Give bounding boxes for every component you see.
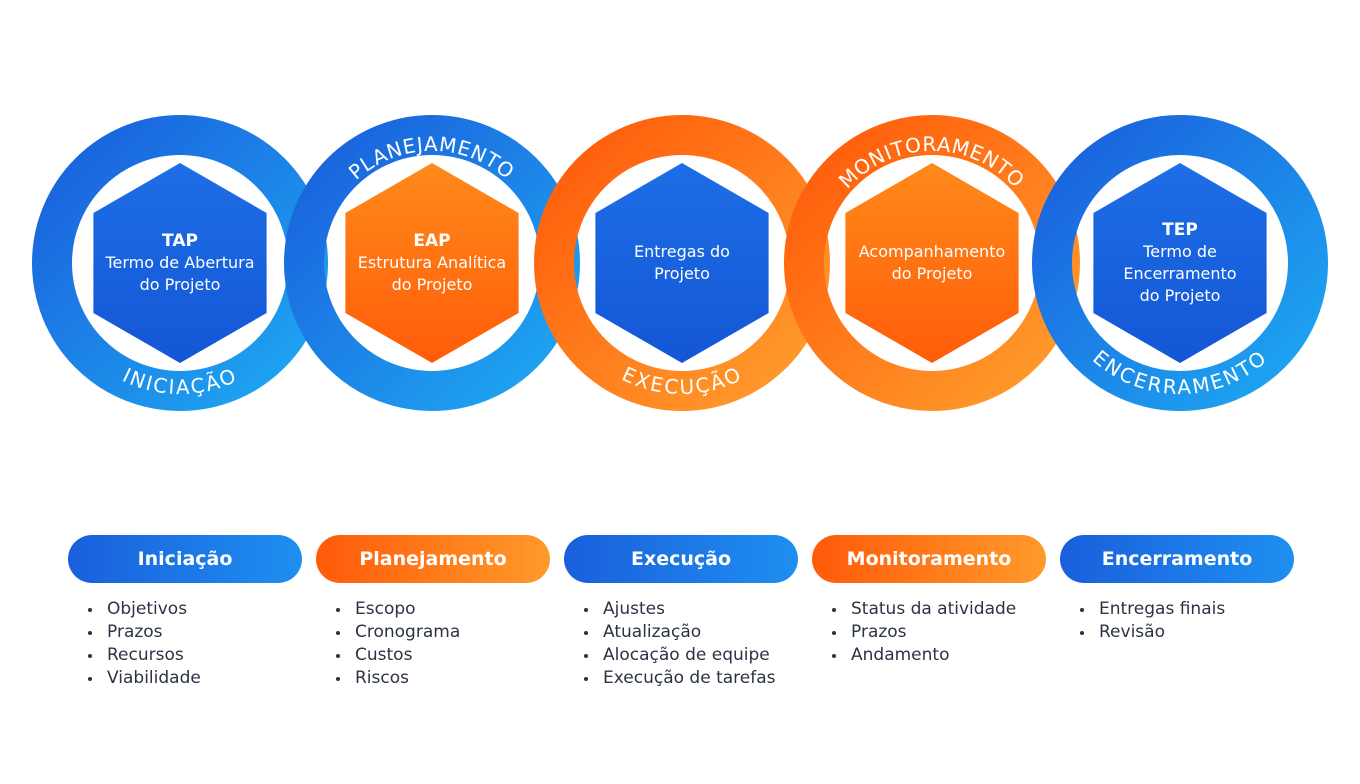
phase-pill-monitoramento: Monitoramento [812,535,1046,583]
list-item: Andamento [830,644,1046,667]
list-item: Ajustes [582,598,798,621]
list-item: Prazos [86,621,302,644]
hex-description-line: Estrutura Analítica [357,253,507,272]
phase-pill-encerramento: Encerramento [1060,535,1294,583]
hexagon-iniciacao [93,163,267,363]
hexagon-monitoramento [845,163,1019,363]
hex-description-line: do Projeto [139,275,221,294]
hex-abbreviation: TEP [1162,220,1198,240]
list-item: Alocação de equipe [582,644,798,667]
list-item: Execução de tarefas [582,667,798,690]
phase-pill-iniciacao: Iniciação [68,535,302,583]
list-item: Escopo [334,598,550,621]
list-item: Viabilidade [86,667,302,690]
list-item: Prazos [830,621,1046,644]
list-item: Recursos [86,644,302,667]
list-item: Entregas finais [1078,598,1294,621]
hex-description-line: Termo de [1143,242,1217,261]
hex-text-planejamento: EAP Estrutura Analítica do Projeto [337,230,527,296]
ring-encerramento [1032,115,1328,411]
hex-text-iniciacao: TAP Termo de Abertura do Projeto [85,230,275,296]
hex-description-line: Termo de Abertura [105,253,255,272]
hex-text-execucao: Entregas do Projeto [587,241,777,285]
list-item: Atualização [582,621,798,644]
hexagon-encerramento [1093,163,1267,363]
hex-abbreviation: TAP [162,231,198,251]
hex-description-line: do Projeto [1139,286,1221,305]
list-item: Revisão [1078,621,1294,644]
hex-description-line: do Projeto [891,264,973,283]
hex-description-line: Projeto [654,264,710,283]
list-item: Custos [334,644,550,667]
hex-description-line: do Projeto [391,275,473,294]
phase-pill-execucao: Execução [564,535,798,583]
hex-text-encerramento: TEP Termo de Encerramento do Projeto [1085,219,1275,307]
list-item: Cronograma [334,621,550,644]
hex-description-line: Entregas do [634,242,730,261]
hex-description-line: Encerramento [1123,264,1237,283]
list-item: Status da atividade [830,598,1046,621]
hexagon-execucao [595,163,769,363]
hex-text-monitoramento: Acompanhamento do Projeto [837,241,1027,285]
hexagon-planejamento [345,163,519,363]
phase-pill-planejamento: Planejamento [316,535,550,583]
list-item: Objetivos [86,598,302,621]
hex-abbreviation: EAP [413,231,451,251]
hex-description-line: Acompanhamento [858,242,1006,261]
list-item: Riscos [334,667,550,690]
